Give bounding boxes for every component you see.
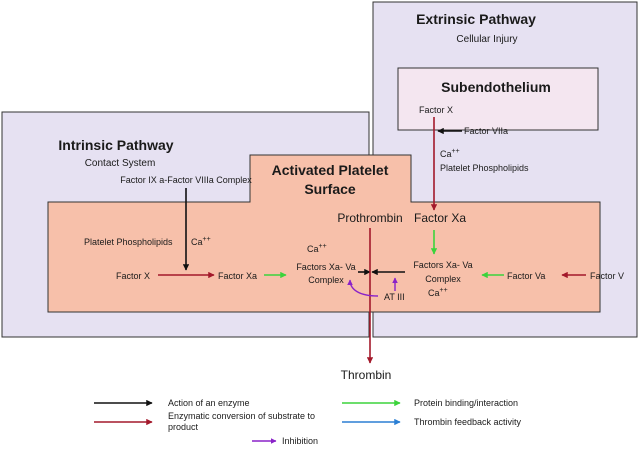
legend-feedback-label: Thrombin feedback activity [414, 417, 522, 427]
activated-platelet-surface [47, 154, 601, 313]
prothrombin-label: Prothrombin [337, 211, 402, 225]
complex-right-line1: Factors Xa- Va [413, 260, 472, 270]
platelet-title-line1: Activated Platelet [272, 162, 389, 178]
at3-label: AT III [384, 292, 405, 302]
platelet-title-line2: Surface [304, 181, 356, 197]
factor-va-label: Factor Va [507, 271, 545, 281]
legend-conversion-line2: product [168, 422, 199, 432]
legend: Action of an enzyme Enzymatic conversion… [94, 398, 522, 446]
complex-right-line2: Complex [425, 274, 461, 284]
subendothelium-title: Subendothelium [441, 79, 551, 95]
subendothelium-factor-x: Factor X [419, 105, 453, 115]
complex-left-line2: Complex [308, 275, 344, 285]
subendothelium-factor-viia: Factor VIIa [464, 126, 508, 136]
intrinsic-complex: Factor IX a-Factor VIIIa Complex [120, 175, 252, 185]
factor-xa-label: Factor Xa [218, 271, 257, 281]
intrinsic-title: Intrinsic Pathway [58, 137, 173, 153]
complex-right-ca: Ca++ [428, 287, 448, 298]
complex-left-ca: Ca++ [307, 243, 327, 254]
legend-conversion-line1: Enzymatic conversion of substrate to [168, 411, 315, 421]
at3-inhibition-curve [347, 279, 379, 297]
subendothelium-box [397, 67, 599, 131]
legend-enzyme-label: Action of an enzyme [168, 398, 250, 408]
complex-left-line1: Factors Xa- Va [296, 262, 355, 272]
factor-x-label: Factor X [116, 271, 150, 281]
extrinsic-platelet-phospholipids: Platelet Phospholipids [440, 163, 529, 173]
extrinsic-ca: Ca++ [440, 148, 460, 159]
legend-inhibition-label: Inhibition [282, 436, 318, 446]
legend-binding-label: Protein binding/interaction [414, 398, 518, 408]
factor-xa-right-label: Factor Xa [414, 211, 466, 225]
intrinsic-subtitle: Contact System [85, 158, 156, 169]
thrombin-label: Thrombin [341, 368, 392, 382]
platelet-ca: Ca++ [191, 236, 211, 247]
platelet-phospholipids: Platelet Phospholipids [84, 237, 173, 247]
extrinsic-subtitle: Cellular Injury [456, 34, 517, 45]
extrinsic-title: Extrinsic Pathway [416, 11, 536, 27]
factor-v-label: Factor V [590, 271, 624, 281]
